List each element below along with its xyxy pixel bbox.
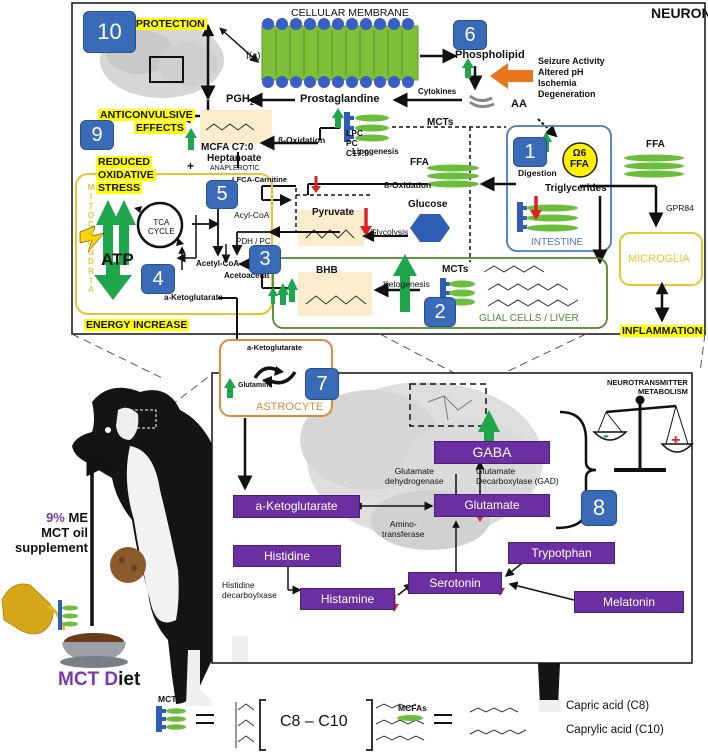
mcts-mid-label: MCTs xyxy=(442,264,469,275)
scale-minus-label: - xyxy=(603,425,609,445)
bhb-label: BHB xyxy=(316,265,338,276)
acetoacetat-label: Acetoacetat xyxy=(224,271,270,280)
mct-diet-label: MCT Diet xyxy=(58,669,141,690)
number-box-5: 5 xyxy=(206,180,238,209)
fc-label: f(c) xyxy=(246,51,261,62)
caprylic-acid-label: Caprylic acid (C10) xyxy=(566,724,664,736)
aminotransferase-label: Amino-transferase xyxy=(382,519,425,539)
trypotphan-box: Trypotphan xyxy=(508,542,615,564)
diet-supplement-label: 9% ME MCT oil supplement xyxy=(15,510,88,555)
astrocyte-label: ASTROCYTE xyxy=(256,401,324,413)
histidine-box: Histidine xyxy=(233,545,341,567)
green-up-arrows xyxy=(96,58,552,312)
anaplerotic-label: ANAPLEROTIC xyxy=(210,165,260,172)
microglia-label: MICROGLIA xyxy=(628,253,690,265)
plus-label: + xyxy=(187,159,195,173)
cytokines-label: Cytokines xyxy=(418,87,457,96)
stress-arrow-icon xyxy=(490,63,533,89)
food-bowl-icon xyxy=(60,633,128,668)
number-box-1: 1 xyxy=(513,137,547,167)
lipogenesis-label: Lipogenesis xyxy=(352,147,399,156)
legend-mcts-label: MCTs xyxy=(158,694,181,704)
melatonin-box: Melatonin xyxy=(574,591,684,613)
number-box-6: 6 xyxy=(453,20,487,50)
number-box-8: 8 xyxy=(581,490,617,526)
a-ketoglutarate-neuron-label: a-Ketoglutarate xyxy=(164,293,223,302)
ffa-right-label: FFA xyxy=(646,139,665,150)
a-ketoglutarate-box: a-Ketoglutarate xyxy=(233,495,360,518)
mct-icon-top xyxy=(344,112,389,142)
aa-label: AA xyxy=(511,98,527,110)
pdh-pc-label: PDH / PC xyxy=(236,237,271,246)
glucose-label: Glucose xyxy=(408,199,448,210)
number-box-9: 9 xyxy=(80,120,114,150)
number-box-3: 3 xyxy=(249,245,281,274)
kibble-icon xyxy=(110,547,146,583)
pgh2-label: PGH2 xyxy=(226,93,254,108)
serotonin-box: Serotonin xyxy=(408,572,502,594)
oil-bottle-icon xyxy=(1,583,78,635)
glutamate-box: Glutamate xyxy=(434,494,550,517)
glial-label: GLIAL CELLS / LIVER xyxy=(479,313,579,324)
glucose-hexagon-icon xyxy=(410,214,450,242)
ketogenesis-label: Ketogenesis xyxy=(383,279,430,289)
histamine-box: Histamine xyxy=(300,588,395,610)
lightning-icon xyxy=(79,225,105,253)
legend-range-label: C8 – C10 xyxy=(280,713,348,730)
number-box-4: 4 xyxy=(141,264,175,294)
pyruvate-label: Pyruvate xyxy=(312,207,355,218)
capric-acid-label: Capric acid (C8) xyxy=(566,700,650,712)
digestion-label: Digestion xyxy=(518,168,557,178)
acetyl-coa-label: Acetyl-CoA xyxy=(196,259,240,268)
legend-mcfas-label: MCFAs xyxy=(398,703,427,713)
number-box-7: 7 xyxy=(305,368,339,400)
legend-mct-icon xyxy=(156,706,186,732)
intestine-label: INTESTINE xyxy=(531,237,584,248)
gpr84-label: GPR84 xyxy=(666,203,694,213)
triglycerides-label: Triglycerides xyxy=(545,183,607,194)
atp-label: ATP xyxy=(101,250,134,269)
prostaglandine-label: Prostaglandine xyxy=(300,93,380,105)
astrocyte-a-keto-label: a-Ketoglutarate xyxy=(247,343,303,352)
omega-ffa-circle xyxy=(562,142,598,178)
scale-plus-label: + xyxy=(671,432,681,449)
ffa-mid-label: FFA xyxy=(410,157,429,168)
number-box-2: 2 xyxy=(424,297,456,327)
beta-oxidation-2-label: ß-Oxidation xyxy=(384,180,432,190)
mcts-top-label: MCTs xyxy=(427,117,454,128)
gaba-box: GABA xyxy=(434,441,550,464)
neuron-title: NEURON xyxy=(651,5,708,21)
lfca-carnitine-label: LFCA-Carnitine xyxy=(232,175,287,184)
inflammation-label: INFLAMMATION xyxy=(620,325,705,337)
scale-icon xyxy=(592,395,694,472)
green-down-arrow xyxy=(94,262,132,300)
triglyceride-icon xyxy=(517,202,578,232)
acyl-coa-label: Acyl-CoA xyxy=(234,210,270,220)
glycolysis-label: Glycolysis xyxy=(370,227,409,237)
intestine-box xyxy=(506,125,612,252)
number-box-10: 10 xyxy=(83,11,136,53)
mitochondria-box xyxy=(75,173,273,315)
energy-increase-label: ENERGY INCREASE xyxy=(84,319,190,331)
cellular-membrane-icon xyxy=(261,18,419,88)
tca-cycle-circle xyxy=(136,201,184,249)
glutamine-label: Glutamine xyxy=(238,382,273,389)
membrane-label: CELLULAR MEMBRANE xyxy=(291,7,409,19)
phospholipid-label: Phospholipid xyxy=(455,49,525,61)
beta-oxidation-1-label: ß-Oxidation xyxy=(278,135,326,145)
